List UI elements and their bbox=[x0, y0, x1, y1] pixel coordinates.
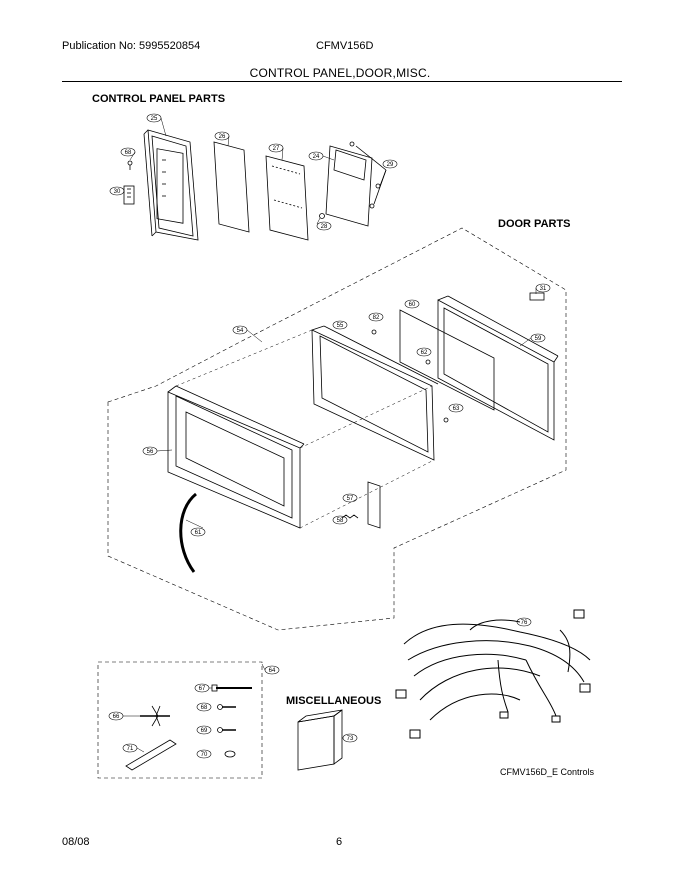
callout: 30 bbox=[109, 186, 125, 196]
callout: 62 bbox=[416, 347, 432, 357]
callout-label: 31 bbox=[540, 286, 547, 292]
callout-label: 25 bbox=[151, 116, 158, 122]
callout: 59 bbox=[530, 333, 546, 343]
diagram-caption: CFMV156D_E Controls bbox=[500, 767, 595, 777]
miscellaneous-heading: MISCELLANEOUS bbox=[286, 695, 382, 707]
callout: 25 bbox=[146, 113, 162, 123]
callout: 68 bbox=[196, 702, 212, 712]
callout: 57 bbox=[342, 493, 358, 503]
callout: 54 bbox=[232, 325, 248, 335]
callout: 60 bbox=[404, 299, 420, 309]
callout-label: 63 bbox=[453, 406, 460, 412]
door-parts bbox=[107, 227, 567, 631]
wire-harness bbox=[395, 609, 591, 739]
mounting-kit bbox=[97, 661, 263, 779]
callout: 29 bbox=[382, 159, 398, 169]
leader-lines bbox=[123, 117, 537, 753]
callout-label: 73 bbox=[347, 736, 354, 742]
publication-number: Publication No: 5995520854 bbox=[62, 40, 201, 52]
callout: 28 bbox=[316, 221, 332, 231]
callout-label: 70 bbox=[201, 752, 208, 758]
control-panel-heading: CONTROL PANEL PARTS bbox=[92, 93, 226, 105]
callout: 66 bbox=[108, 711, 124, 721]
callout-label: 62 bbox=[421, 350, 428, 356]
callout-label: 56 bbox=[147, 449, 154, 455]
callout: 73 bbox=[342, 733, 358, 743]
callout: 56 bbox=[142, 446, 158, 456]
callout: 61 bbox=[190, 527, 206, 537]
door-parts-heading: DOOR PARTS bbox=[498, 218, 571, 230]
callout-label: 82 bbox=[373, 315, 380, 321]
callout: 71 bbox=[122, 743, 138, 753]
callout-label: 66 bbox=[113, 714, 120, 720]
callout: 76 bbox=[516, 617, 532, 627]
model-number: CFMV156D bbox=[316, 40, 374, 52]
callout-label: 68 bbox=[125, 150, 132, 156]
callout-label: 29 bbox=[387, 162, 394, 168]
page-number: 6 bbox=[336, 836, 343, 848]
callout: 67 bbox=[194, 683, 210, 693]
callout-label: 60 bbox=[409, 302, 416, 308]
callout-label: 54 bbox=[237, 328, 244, 334]
page-title: CONTROL PANEL,DOOR,MISC. bbox=[249, 66, 431, 80]
callout: 24 bbox=[308, 151, 324, 161]
callout-label: 24 bbox=[313, 154, 320, 160]
callout-label: 57 bbox=[347, 496, 354, 502]
callout-label: 61 bbox=[195, 530, 202, 536]
callout: 63 bbox=[448, 403, 464, 413]
callout-label: 55 bbox=[337, 323, 344, 329]
callout: 68 bbox=[120, 147, 136, 157]
callout-label: 30 bbox=[114, 189, 121, 195]
callout-label: 69 bbox=[201, 728, 208, 734]
callout-label: 28 bbox=[321, 224, 328, 230]
callout: 27 bbox=[268, 143, 284, 153]
callout-label: 59 bbox=[535, 336, 542, 342]
callout: 31 bbox=[535, 283, 551, 293]
callout-label: 71 bbox=[127, 746, 134, 752]
callout: 82 bbox=[368, 312, 384, 322]
callout-label: 26 bbox=[219, 134, 226, 140]
footer-date: 08/08 bbox=[62, 836, 90, 848]
callout-label: 58 bbox=[337, 518, 344, 524]
control-panel-parts bbox=[123, 129, 387, 241]
callout: 26 bbox=[214, 131, 230, 141]
callout-label: 68 bbox=[201, 705, 208, 711]
callout-bubbles: 25 68 26 27 24 29 30 28 31 59 60 55 82 5… bbox=[108, 113, 551, 759]
callout: 69 bbox=[196, 725, 212, 735]
callout: 64 bbox=[264, 665, 280, 675]
callout-label: 27 bbox=[273, 146, 280, 152]
callout: 55 bbox=[332, 320, 348, 330]
callout-label: 67 bbox=[199, 686, 206, 692]
title-rule bbox=[62, 81, 622, 82]
callout-label: 76 bbox=[521, 620, 528, 626]
literature-kit bbox=[297, 709, 343, 771]
callout-label: 64 bbox=[269, 668, 276, 674]
callout: 58 bbox=[332, 515, 348, 525]
callout: 70 bbox=[196, 749, 212, 759]
